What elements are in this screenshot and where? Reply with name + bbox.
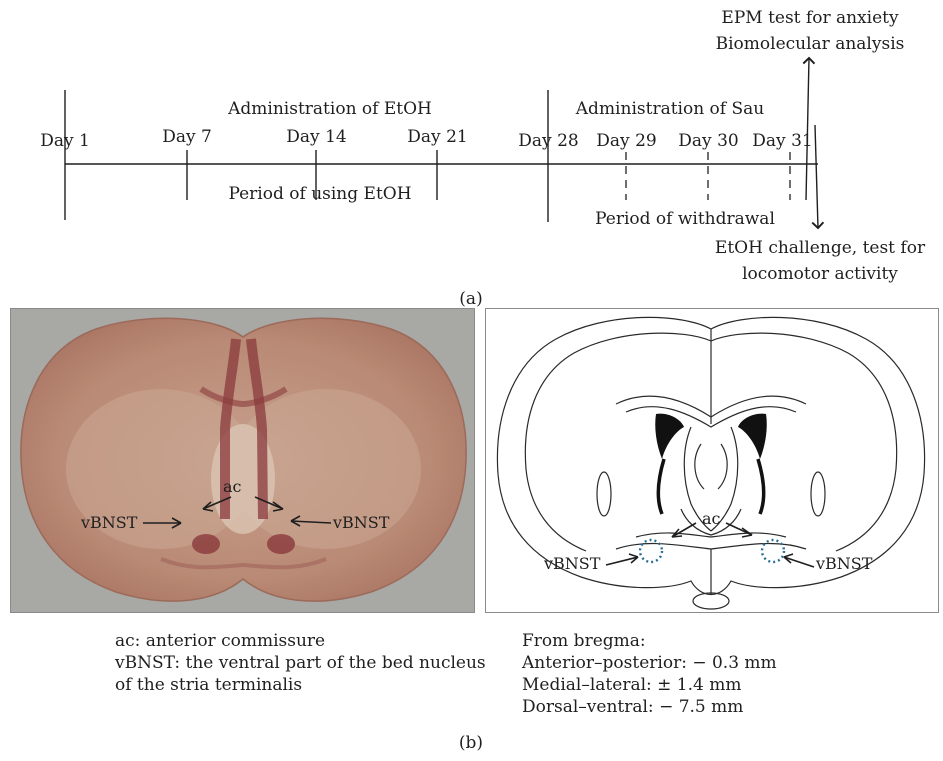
atlas-vbnst-left-label: vBNST bbox=[544, 554, 600, 574]
top-note-line1: EPM test for anxiety bbox=[690, 8, 930, 28]
day-1-label: Day 1 bbox=[30, 131, 100, 151]
caption-left-line1: ac: anterior commissure bbox=[115, 630, 486, 652]
photo-vbnst-left-label: vBNST bbox=[81, 513, 137, 533]
caption-right-line4: Dorsal–ventral: − 7.5 mm bbox=[522, 696, 777, 718]
brain-section-photo: ac vBNST vBNST bbox=[10, 308, 475, 613]
day-29-label: Day 29 bbox=[589, 131, 664, 151]
admin-etoh-label: Administration of EtOH bbox=[200, 99, 460, 119]
bottom-note-line2: locomotor activity bbox=[720, 264, 920, 284]
admin-sau-label: Administration of Sau bbox=[570, 99, 770, 119]
day-28-label: Day 28 bbox=[511, 131, 586, 151]
photo-vbnst-right-label: vBNST bbox=[333, 513, 389, 533]
lateral-ventricle-left bbox=[655, 414, 684, 459]
caption-left-line3: of the stria terminalis bbox=[115, 674, 486, 696]
panel-b-label: (b) bbox=[451, 733, 491, 753]
caption-right-line3: Medial–lateral: ± 1.4 mm bbox=[522, 674, 777, 696]
caption-right-line1: From bregma: bbox=[522, 630, 777, 652]
atlas-ac-label: ac bbox=[702, 509, 721, 529]
day-7-label: Day 7 bbox=[152, 127, 222, 147]
lateral-ventricle-right bbox=[738, 414, 767, 459]
caption-right-line2: Anterior–posterior: − 0.3 mm bbox=[522, 652, 777, 674]
up-arrow bbox=[806, 58, 809, 200]
caption-left: ac: anterior commissure vBNST: the ventr… bbox=[115, 630, 486, 696]
atlas-vbnst-right-label: vBNST bbox=[816, 554, 872, 574]
caption-left-line2: vBNST: the ventral part of the bed nucle… bbox=[115, 652, 486, 674]
period-withdrawal-label: Period of withdrawal bbox=[580, 209, 790, 229]
photo-ac-label: ac bbox=[223, 477, 242, 497]
top-note-line2: Biomolecular analysis bbox=[685, 34, 935, 54]
day-31-label: Day 31 bbox=[745, 131, 820, 151]
day-30-label: Day 30 bbox=[671, 131, 746, 151]
brain-atlas-drawing: ac vBNST vBNST bbox=[485, 308, 939, 613]
caption-right: From bregma: Anterior–posterior: − 0.3 m… bbox=[522, 630, 777, 718]
brain-section-drawing bbox=[11, 309, 475, 613]
day-14-label: Day 14 bbox=[279, 127, 354, 147]
bottom-note-line1: EtOH challenge, test for bbox=[700, 238, 940, 258]
day-21-label: Day 21 bbox=[400, 127, 475, 147]
panel-a-label: (a) bbox=[451, 289, 491, 309]
period-etoh-label: Period of using EtOH bbox=[205, 184, 435, 204]
